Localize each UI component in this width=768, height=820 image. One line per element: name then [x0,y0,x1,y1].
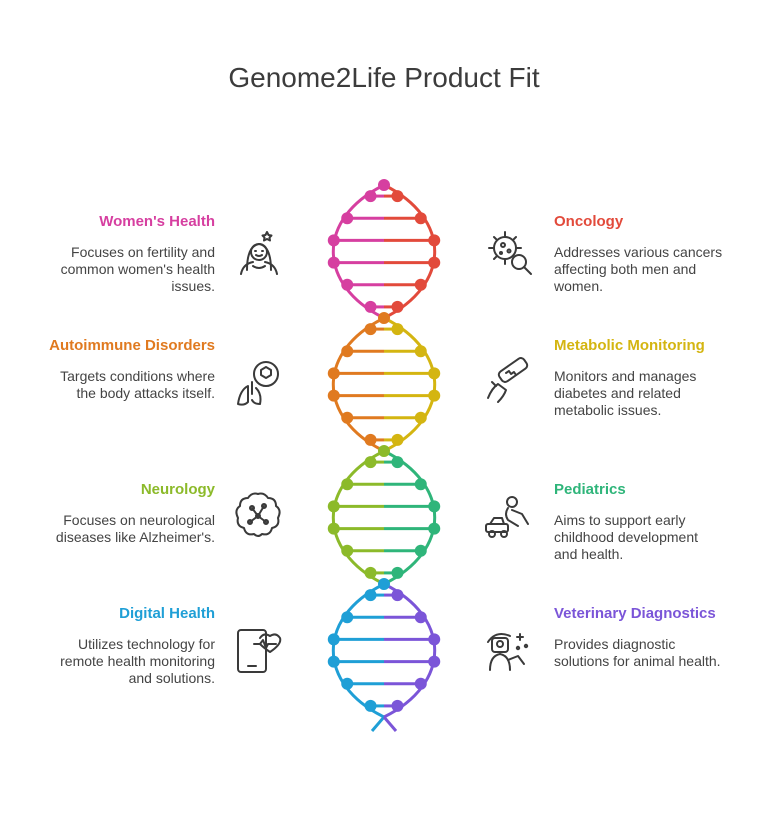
helix-node [327,522,340,535]
autoimmune-desc: Targets conditions where the body attack… [60,368,215,401]
helix-node [428,500,441,513]
helix-node [414,677,427,690]
item-autoimmune: Autoimmune Disorders Targets conditions … [45,336,215,402]
helix-junction-node [378,312,390,324]
item-oncology: Oncology Addresses various cancers affec… [554,212,724,295]
helix-node [428,234,441,247]
pediatrics-heading: Pediatrics [554,481,626,498]
oncology-heading: Oncology [554,213,624,230]
helix-node [364,300,377,313]
lungs-shield-icon [232,358,284,410]
metabolic-desc: Monitors and manages diabetes and relate… [554,368,697,418]
helix-node [327,234,340,247]
item-neurology: Neurology Focuses on neurological diseas… [45,480,215,546]
helix-node [327,633,340,646]
helix-node [428,522,441,535]
helix-node [391,589,404,602]
brain-icon [232,488,284,540]
cancer-cell-search-icon [483,226,535,278]
helix-strand-left [332,449,385,586]
helix-node [341,544,354,557]
helix-node [391,323,404,336]
item-metabolic: Metabolic Monitoring Monitors and manage… [554,336,724,419]
helix-node [364,190,377,203]
helix-junction-node [378,445,390,457]
womens-health-desc: Focuses on fertility and common women's … [60,244,215,294]
neurology-desc: Focuses on neurological diseases like Al… [55,512,215,545]
helix-node [364,566,377,579]
helix-node [414,345,427,358]
helix-node [364,589,377,602]
helix-node [327,389,340,402]
oncology-desc: Addresses various cancers affecting both… [554,244,723,294]
helix-node [414,212,427,225]
helix-tail-right [382,716,398,732]
helix-node [428,389,441,402]
helix-node [341,278,354,291]
helix-node [428,655,441,668]
item-womens-health: Women's Health Focuses on fertility and … [45,212,215,295]
veterinary-desc: Provides diagnostic solutions for animal… [554,636,721,669]
digital-health-desc: Utilizes technology for remote health mo… [60,636,215,686]
phone-heartbeat-icon [232,624,284,676]
helix-node [364,433,377,446]
helix-strand-right [383,316,436,453]
vet-scientist-icon [482,624,534,676]
helix-node [364,699,377,712]
helix-node [414,611,427,624]
helix-node [428,633,441,646]
item-digital-health: Digital Health Utilizes technology for r… [45,604,215,687]
womens-health-heading: Women's Health [99,213,215,230]
helix-node [391,190,404,203]
glucose-meter-icon [482,356,534,408]
metabolic-heading: Metabolic Monitoring [554,337,705,354]
veterinary-heading: Veterinary Diagnostics [554,605,716,622]
helix-node [414,411,427,424]
helix-node [341,611,354,624]
helix-node [341,212,354,225]
helix-node [341,677,354,690]
helix-node [327,367,340,380]
helix-node [341,478,354,491]
helix-node [391,566,404,579]
digital-health-heading: Digital Health [119,605,215,622]
neurology-heading: Neurology [140,481,215,498]
helix-node [391,456,404,469]
helix-node [341,345,354,358]
child-toy-car-icon [482,490,534,542]
helix-node [414,278,427,291]
helix-strand-right [383,582,436,719]
helix-node [327,500,340,513]
helix-strand-left [332,582,385,719]
helix-junction-node [378,578,390,590]
page-title: Genome2Life Product Fit [228,62,540,93]
helix-node [428,256,441,269]
helix-node [414,544,427,557]
helix-node [414,478,427,491]
item-pediatrics: Pediatrics Aims to support early childho… [554,480,724,563]
helix-strand-right [383,183,436,320]
helix-node [327,655,340,668]
helix-node [391,699,404,712]
helix-node [428,367,441,380]
helix-node [327,256,340,269]
helix-strand-right [383,449,436,586]
helix-strand-left [332,316,385,453]
helix-tail-left [370,716,386,732]
helix-node [364,456,377,469]
helix-node [364,323,377,336]
helix-strand-left [332,183,385,320]
woman-icon [233,226,285,278]
helix-node [341,411,354,424]
helix-node [391,433,404,446]
pediatrics-desc: Aims to support early childhood developm… [554,512,698,562]
item-veterinary: Veterinary Diagnostics Provides diagnost… [554,604,724,670]
helix-junction-node [378,179,390,191]
autoimmune-heading: Autoimmune Disorders [49,337,215,354]
helix-node [391,300,404,313]
